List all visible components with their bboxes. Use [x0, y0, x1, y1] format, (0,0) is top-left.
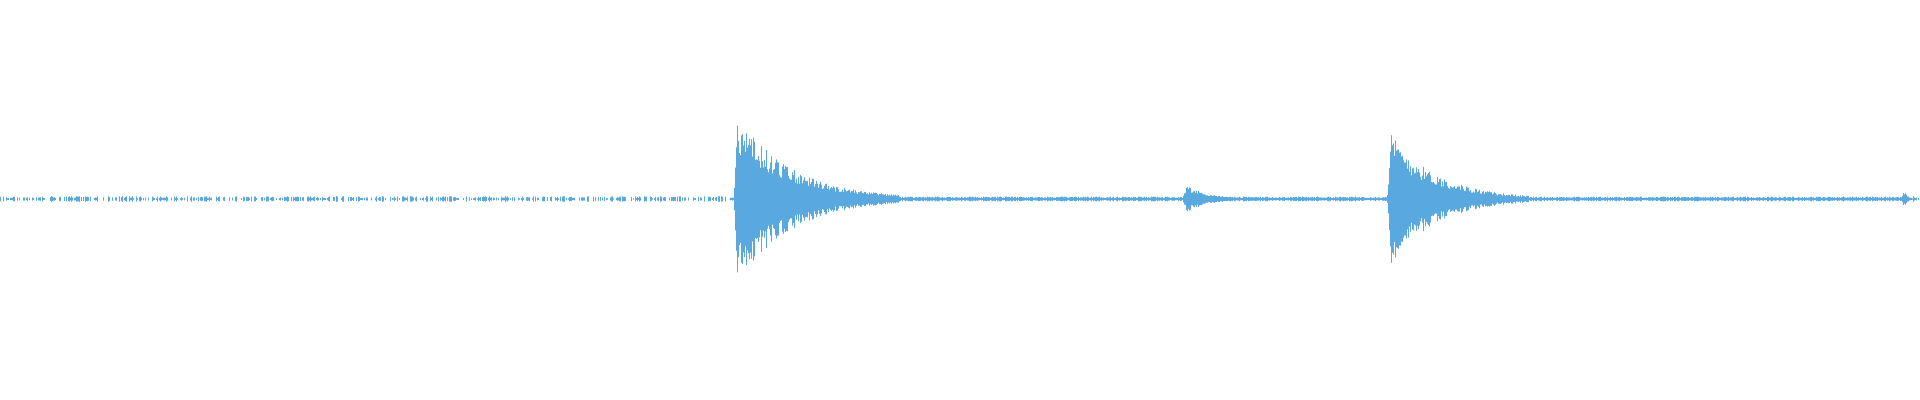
- waveform-bars: [0, 125, 1919, 273]
